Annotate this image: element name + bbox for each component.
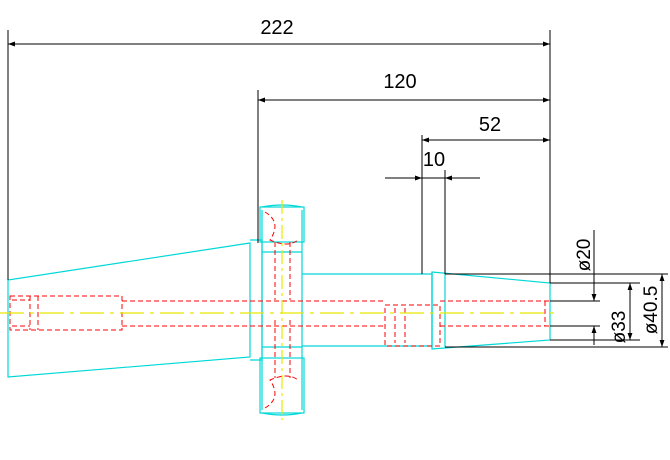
dim-222-text: 222: [260, 17, 293, 39]
dim-120-text: 120: [383, 71, 416, 93]
dim-d33-text: ø33: [609, 311, 630, 344]
dim-d20-text: ø20: [574, 239, 595, 272]
drawbar-bore: [9, 295, 123, 331]
hidden-features: [9, 211, 550, 409]
dim-52-text: 52: [479, 114, 501, 136]
part-outline: [7, 204, 551, 416]
dimension-lines: [7, 30, 668, 348]
centerlines: [0, 200, 560, 420]
dim-d40-5-text: ø40.5: [641, 286, 662, 335]
shank: [302, 273, 433, 347]
taper-cone: [7, 242, 251, 378]
nose-taper: [431, 271, 551, 350]
dim-10-text: 10: [423, 149, 445, 171]
flange-neck: [250, 239, 263, 361]
